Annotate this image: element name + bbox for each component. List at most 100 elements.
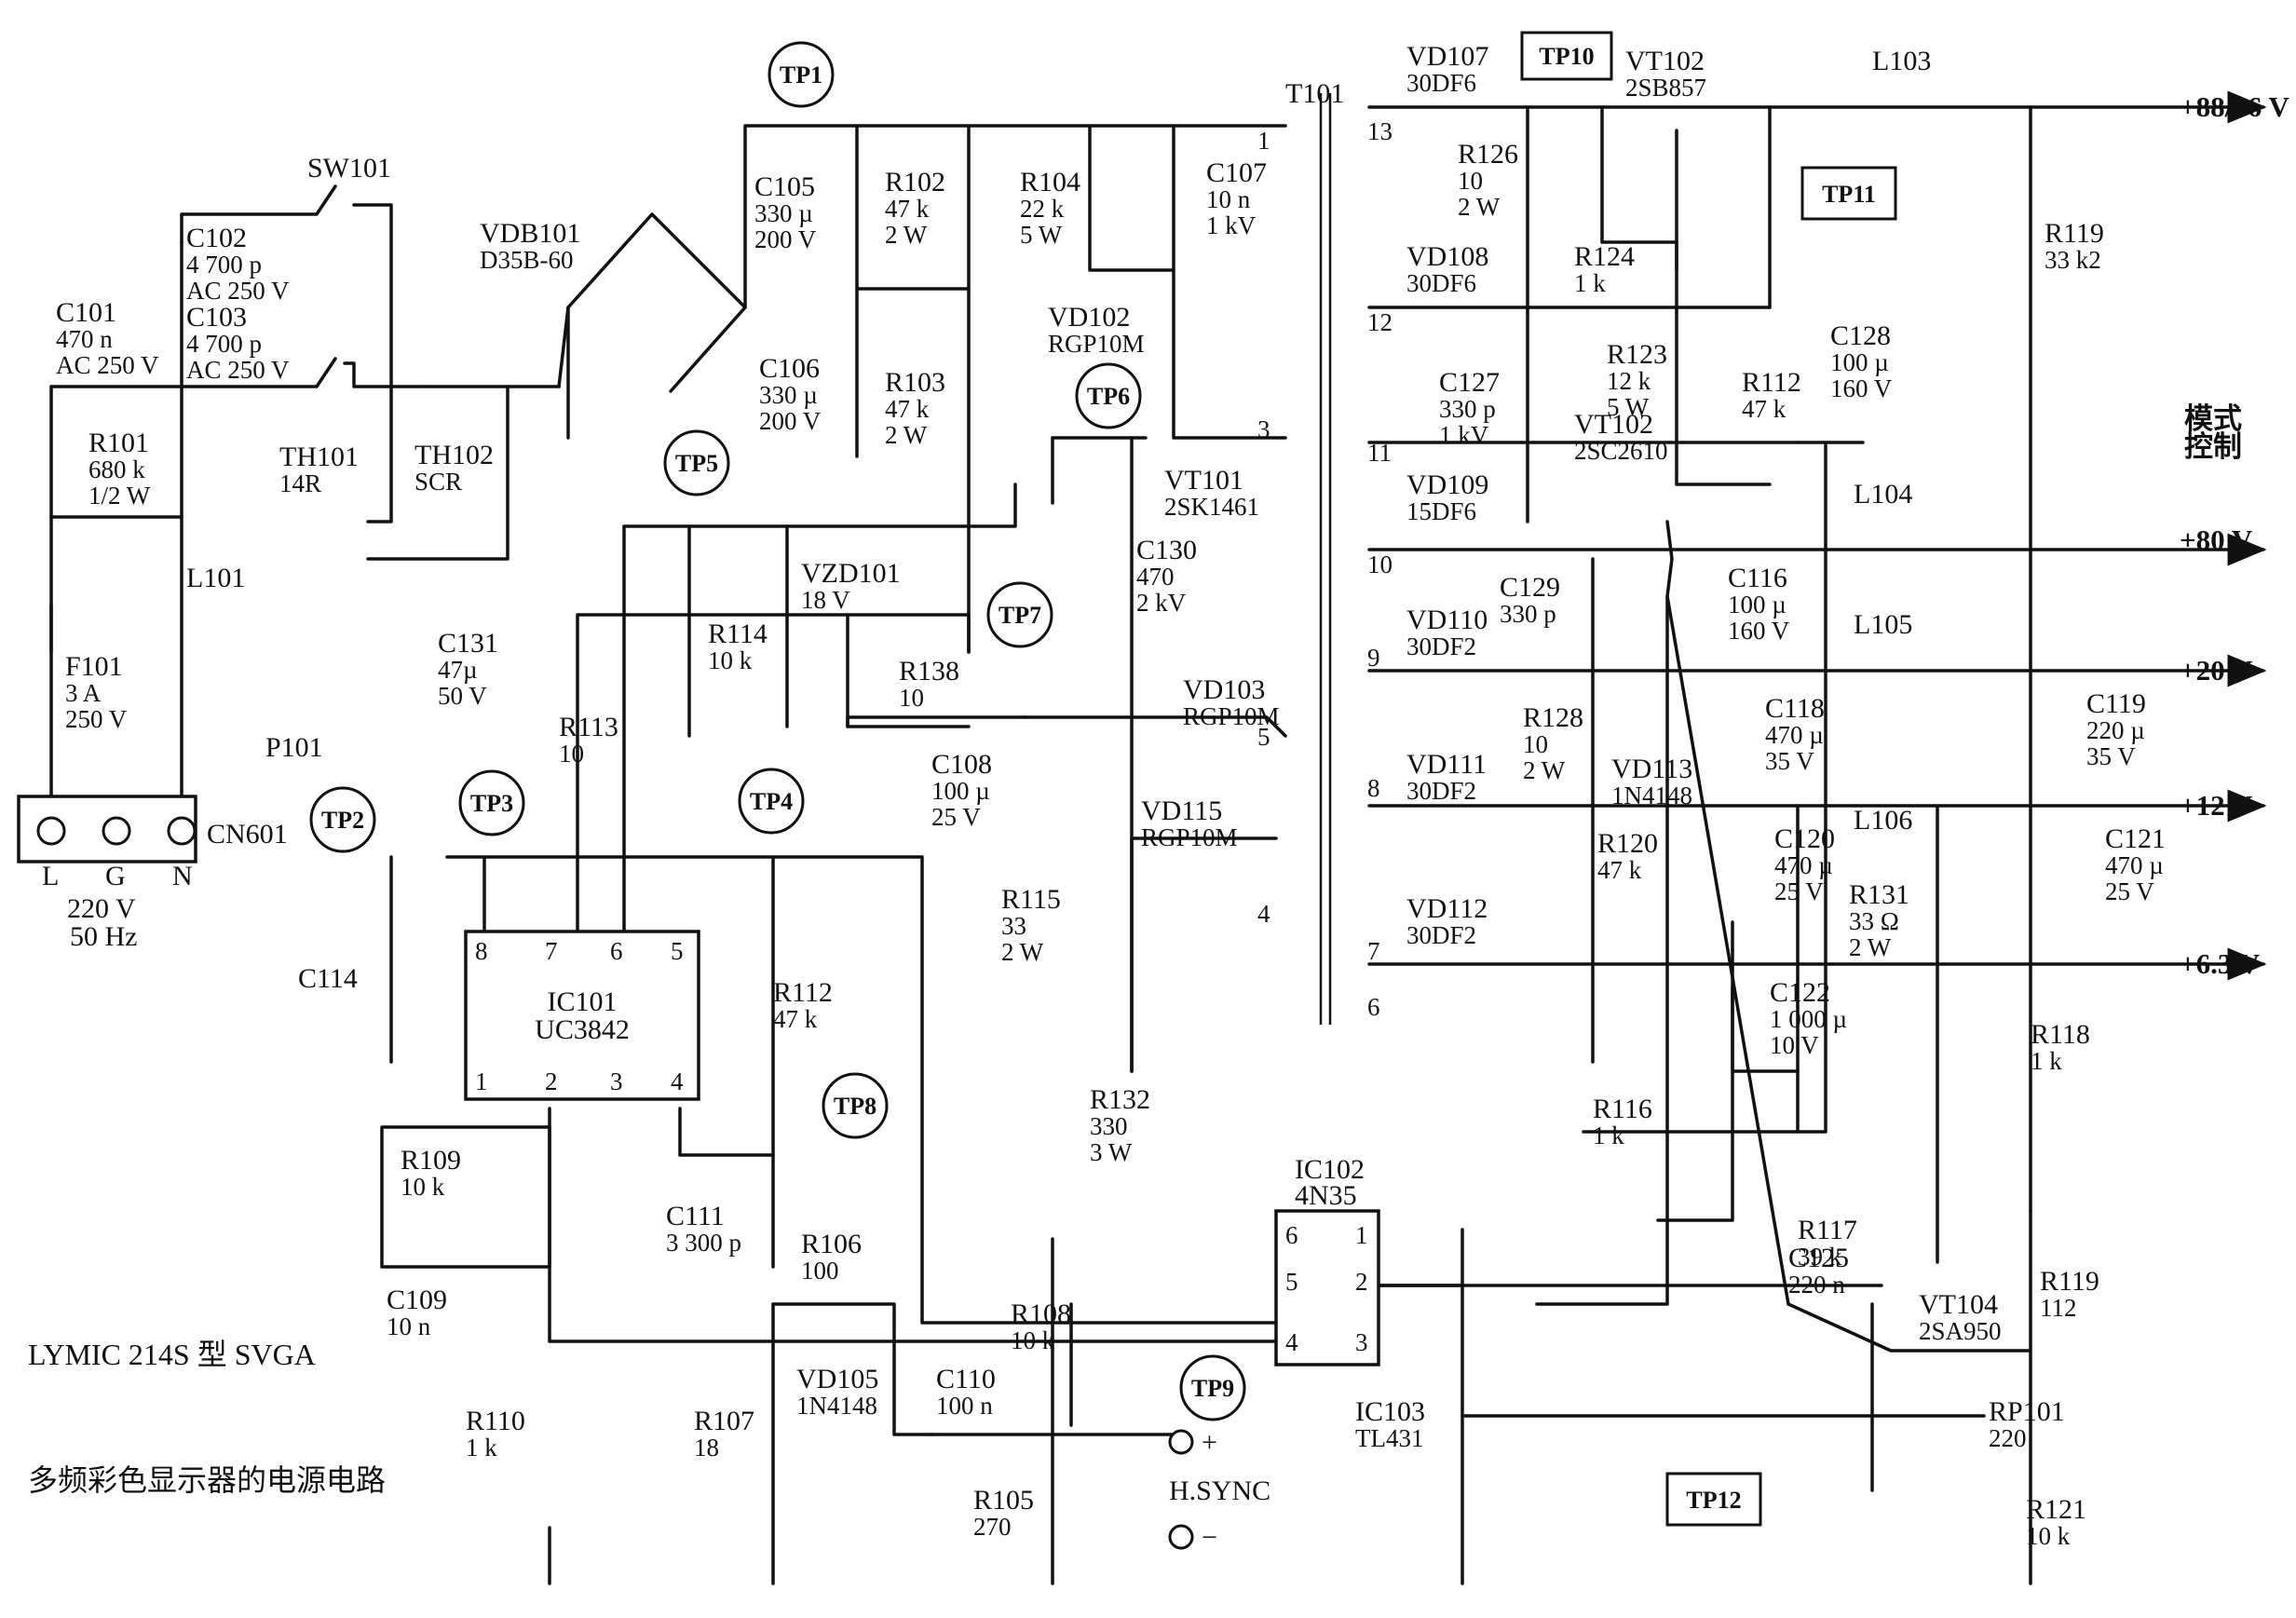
component-label: R102 [885,167,945,197]
component-label: 47µ [438,656,478,684]
component-label: 330 [1090,1112,1128,1140]
component-label: RGP10M [1141,823,1238,851]
svg-text:8: 8 [1367,774,1380,802]
component-label: VT101 [1164,465,1243,496]
component-label: 220 [1989,1424,2027,1452]
component-label: L101 [186,563,245,593]
rail-80v: +80 V [2180,523,2253,556]
component-label: 47 k [1597,856,1642,884]
component-label: 5 W [1020,221,1063,249]
component-label: 112 [2040,1294,2077,1322]
mode-control-1: 模式 [2184,402,2242,435]
component-label: 3 A [65,679,102,707]
component-label: VD103 [1183,674,1265,705]
component-label: R110 [466,1406,525,1436]
svg-text:6: 6 [1367,993,1380,1021]
component-label: 22 k [1020,195,1065,223]
component-label: 14R [279,469,321,497]
component-label: 220 µ [2086,716,2145,744]
svg-text:1: 1 [475,1067,488,1095]
ic101-uc3842: IC101 UC3842 8 7 6 5 1 2 3 4 [464,930,700,1101]
component-label: R119 [2040,1266,2099,1297]
component-label: 2 W [885,421,928,449]
component-label: 35 V [2086,742,2136,770]
component-label: R109 [401,1145,461,1176]
svg-text:4: 4 [671,1067,684,1095]
tp5-label: TP5 [675,450,718,477]
component-label: 1 k [1593,1122,1624,1149]
component-label: VT102 [1625,46,1705,76]
component-label: TH102 [414,440,494,470]
component-label: 5 W [1607,393,1650,421]
component-label: 2 W [1001,938,1044,966]
component-label: 10 [1523,730,1548,758]
component-label: 1 k [466,1434,497,1462]
svg-text:8: 8 [475,937,488,965]
component-label: R108 [1011,1298,1071,1329]
component-label: AC 250 V [186,277,290,305]
svg-text:5: 5 [1257,723,1270,751]
component-label: 30DF2 [1406,921,1476,949]
component-label: RGP10M [1048,330,1145,358]
component-label: 4 700 p [186,251,262,279]
component-label: D35B-60 [480,246,574,274]
component-label: 25 V [2105,877,2154,905]
output-rails: +88/96 V 模式 控制 +80 V +20 V +12 V +6.3 V [2180,90,2289,980]
component-label: 10 n [1206,185,1251,213]
component-label: L104 [1854,479,1912,510]
svg-text:CN601: CN601 [207,819,288,850]
component-label: C108 [931,749,992,780]
svg-text:+: + [1202,1427,1217,1458]
component-label: 1 kV [1206,211,1257,239]
component-label: 10 k [401,1173,445,1201]
hsync-input: + H.SYNC − [1168,1427,1270,1553]
component-label: R118 [2031,1019,2090,1050]
component-label: 2 W [1523,756,1566,784]
rail-20v: +20 V [2180,654,2253,687]
component-label: R124 [1574,241,1635,272]
component-label: 15DF6 [1406,497,1476,525]
component-label: R105 [973,1485,1034,1516]
mode-control-2: 控制 [2184,430,2242,463]
component-label: 470 µ [1765,721,1824,749]
component-label: R115 [1001,884,1061,915]
component-label: 160 V [1728,617,1790,645]
svg-text:50 Hz: 50 Hz [70,921,137,952]
component-label: 39 k [1798,1243,1842,1271]
component-label: 47 k [1742,395,1787,423]
component-label: 25 V [931,803,981,831]
component-label: R103 [885,367,945,398]
svg-text:IC101: IC101 [548,986,618,1017]
component-label: VD110 [1406,605,1488,635]
component-label: 1 k [1574,269,1606,297]
component-label: 270 [973,1513,1012,1541]
component-label: R117 [1798,1215,1857,1245]
svg-text:IC102: IC102 [1295,1154,1365,1185]
component-label: 2SA950 [1919,1317,2002,1345]
component-label: VD109 [1406,469,1488,500]
component-label: 100 n [936,1392,993,1420]
svg-text:−: − [1202,1522,1217,1553]
component-label: 100 µ [931,777,990,805]
mains-input: CN601 L G N 220 V 50 Hz [17,795,288,952]
component-label: R126 [1458,139,1518,170]
tp2-label: TP2 [321,807,364,834]
tp6-label: TP6 [1087,383,1130,410]
component-label: C128 [1830,320,1891,351]
component-label: 2 W [885,221,928,249]
component-label: VD113 [1611,754,1692,784]
component-label: VDB101 [480,218,580,249]
component-label: SCR [414,468,462,496]
tp11-label: TP11 [1822,181,1876,208]
component-label: 10 n [387,1312,431,1340]
component-label: 10 k [2026,1522,2071,1550]
component-label: 1/2 W [88,482,151,510]
component-label: C114 [298,963,358,994]
component-label: 2SB857 [1625,74,1706,102]
component-label: R113 [559,712,618,742]
component-label: VT104 [1919,1289,1998,1320]
svg-text:7: 7 [1367,937,1380,965]
component-label: C121 [2105,823,2166,854]
component-label: 470 µ [1774,851,1833,879]
